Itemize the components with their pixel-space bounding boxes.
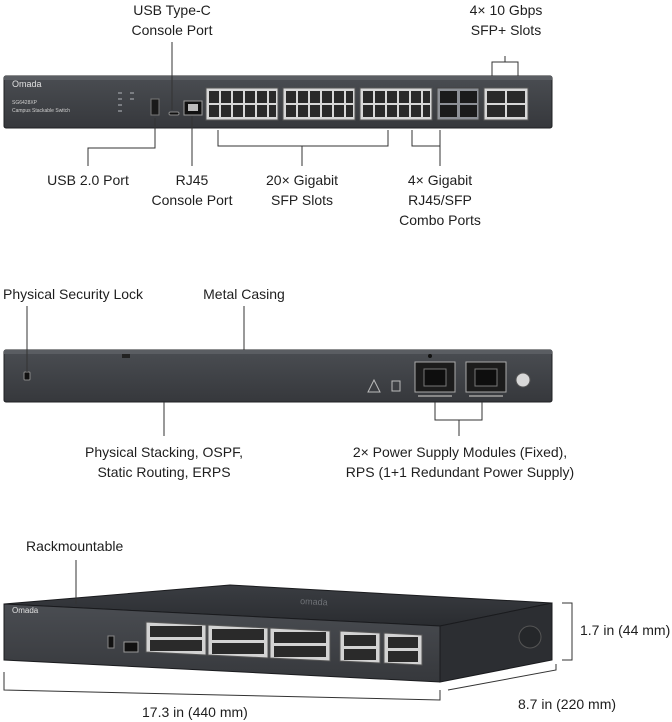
sfp20-label-line1: 20× Gigabit bbox=[266, 172, 338, 188]
stacking-label-line1: Physical Stacking, OSPF, bbox=[85, 444, 243, 460]
sfp-slots-group-1 bbox=[205, 87, 279, 121]
power-label-line2: RPS (1+1 Redundant Power Supply) bbox=[345, 464, 575, 480]
sfp-slots-group-3 bbox=[359, 87, 433, 121]
ground-screw-icon bbox=[515, 372, 531, 388]
usb-type-c-port bbox=[168, 111, 180, 116]
rear-leader-lines bbox=[26, 306, 483, 436]
stacking-features-label: Physical Stacking, OSPF, Static Routing,… bbox=[74, 442, 254, 482]
power-supply-label: 2× Power Supply Modules (Fixed), RPS (1+… bbox=[336, 442, 584, 482]
front-brand-logo: Omada bbox=[12, 79, 42, 89]
front-model-subtitle: Campus Stackable Switch bbox=[12, 108, 71, 114]
rackmountable-label: Rackmountable bbox=[26, 538, 124, 554]
usb-type-c-label: USB Type-C Console Port bbox=[112, 0, 232, 40]
front-panel bbox=[3, 75, 553, 129]
warning-icon bbox=[367, 378, 381, 393]
combo-rj45-ports bbox=[436, 87, 480, 121]
security-lock-slot bbox=[23, 371, 31, 381]
rear-panel bbox=[3, 349, 553, 403]
security-lock-label: Physical Security Lock bbox=[3, 286, 144, 302]
sfp-plus-label-line1: 4× 10 Gbps bbox=[469, 2, 543, 18]
svg-text:omada: omada bbox=[300, 596, 328, 607]
sfp-plus-slots bbox=[483, 87, 529, 121]
front-leader-lines bbox=[87, 42, 519, 166]
sfp-slots-group-2 bbox=[282, 87, 356, 121]
rj45-label-line1: RJ45 bbox=[175, 172, 209, 188]
power-label-line1: 2× Power Supply Modules (Fixed), bbox=[352, 444, 568, 460]
sfp20-label: 20× Gigabit SFP Slots bbox=[248, 170, 356, 210]
combo-label-line2: RJ45/SFP bbox=[408, 192, 472, 208]
front-model-name: SG6428XP bbox=[12, 100, 38, 106]
usb-2-port bbox=[150, 98, 160, 116]
combo-label-line1: 4× Gigabit bbox=[407, 172, 473, 188]
height-dimension-label: 1.7 in (44 mm) bbox=[580, 622, 671, 638]
power-supply-modules bbox=[414, 361, 507, 397]
usb-type-c-label-line2: Console Port bbox=[131, 22, 213, 38]
usb2-label: USB 2.0 Port bbox=[47, 172, 129, 188]
stacking-label-line2: Static Routing, ERPS bbox=[97, 464, 231, 480]
sfp20-label-line2: SFP Slots bbox=[271, 192, 333, 208]
combo-ports-label: 4× Gigabit RJ45/SFP Combo Ports bbox=[386, 170, 494, 230]
width-dimension-label: 17.3 in (440 mm) bbox=[142, 704, 248, 720]
combo-label-line3: Combo Ports bbox=[399, 212, 481, 228]
perspective-switch: omada bbox=[3, 584, 553, 683]
sfp-plus-label: 4× 10 Gbps SFP+ Slots bbox=[446, 0, 566, 40]
dimension-lines bbox=[3, 560, 573, 701]
metal-casing-label: Metal Casing bbox=[203, 286, 285, 302]
depth-dimension-label: 8.7 in (220 mm) bbox=[518, 696, 617, 712]
usb-type-c-label-line1: USB Type-C bbox=[133, 2, 211, 18]
sfp-plus-label-line2: SFP+ Slots bbox=[470, 22, 542, 38]
rj45-console-label: RJ45 Console Port bbox=[140, 170, 244, 210]
book-icon bbox=[391, 380, 401, 392]
perspective-brand-logo: Omada bbox=[12, 606, 39, 615]
rj45-label-line2: Console Port bbox=[151, 192, 233, 208]
